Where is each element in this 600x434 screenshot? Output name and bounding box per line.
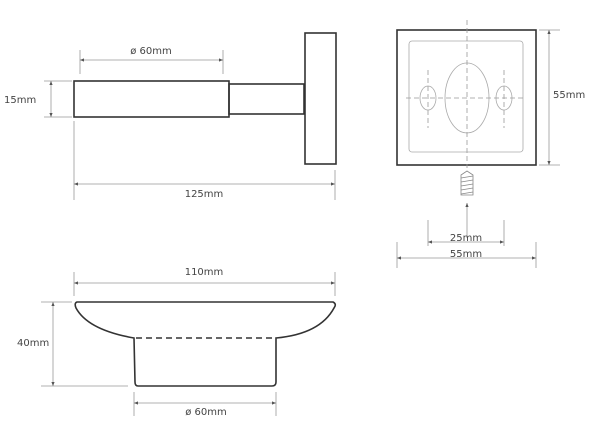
front-view: 55mm 25mm 55mm <box>396 20 585 268</box>
holder-neck <box>228 83 305 115</box>
screw-icon <box>460 170 474 196</box>
dish-height-label: 40mm <box>17 338 49 349</box>
dish-width-label: 110mm <box>185 267 224 278</box>
length-label: 125mm <box>185 189 224 200</box>
hole-spacing-label: 25mm <box>450 233 482 244</box>
plate-height-label: 55mm <box>553 90 585 101</box>
soap-dish-outline <box>74 301 337 387</box>
diameter-label: ø 60mm <box>130 46 172 57</box>
inner-plate-outline <box>408 40 524 153</box>
square-plate <box>396 29 537 166</box>
side-view: ø 60mm 15mm 125mm <box>4 32 337 200</box>
dish-view: 110mm 40mm ø 60mm <box>17 267 337 418</box>
plate-width-label: 55mm <box>450 249 482 260</box>
base-diameter-label: ø 60mm <box>185 407 227 418</box>
wall-plate <box>304 32 337 165</box>
holder-bar <box>73 80 230 118</box>
height-label: 15mm <box>4 95 36 106</box>
